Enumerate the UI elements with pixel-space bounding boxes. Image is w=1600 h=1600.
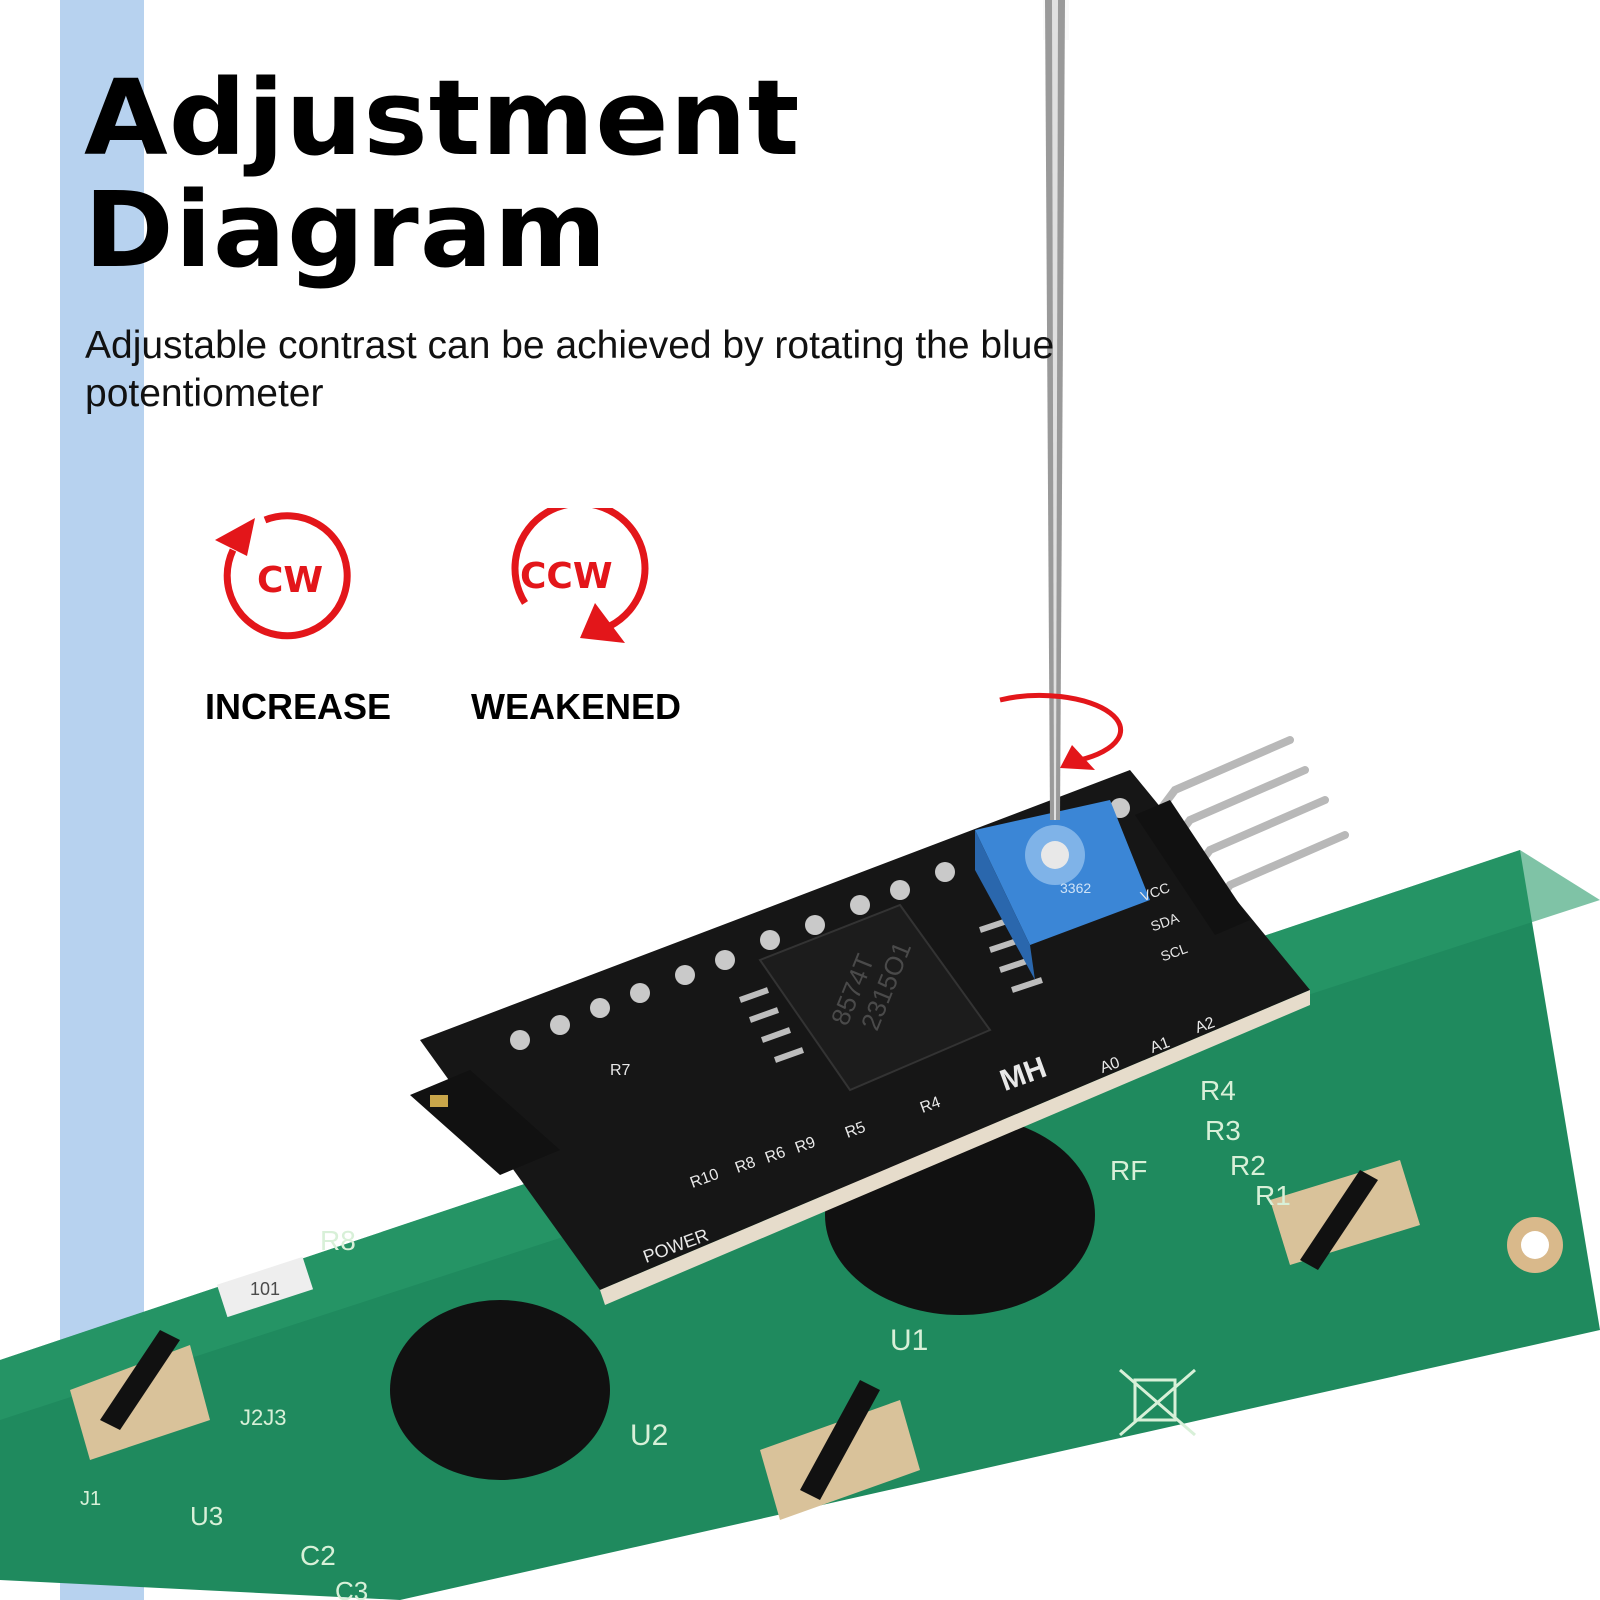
res-label-r6: R6 bbox=[763, 1144, 788, 1167]
pcb-label-u3: U3 bbox=[190, 1501, 223, 1531]
rotation-arrow-icon bbox=[999, 692, 1124, 763]
increase-label: INCREASE bbox=[204, 686, 392, 727]
pcb-label-c3: C3 bbox=[335, 1576, 368, 1600]
res-label-r4: R4 bbox=[918, 1094, 943, 1117]
blue-potentiometer: 3362 bbox=[975, 800, 1150, 980]
counterclockwise-arrow-icon: CCW bbox=[511, 508, 649, 643]
res-label-r9: R9 bbox=[793, 1134, 818, 1157]
pot-code: 3362 bbox=[1060, 880, 1091, 896]
addr-pad-a2: A2 bbox=[1193, 1014, 1217, 1037]
pcf8574-chip: 8574T 2315O1 bbox=[758, 903, 992, 1092]
pcb-label-r4: R4 bbox=[1200, 1075, 1236, 1106]
pcb-label-j2j3: J2J3 bbox=[240, 1405, 286, 1430]
res-label-r8: R8 bbox=[733, 1154, 758, 1177]
pcb-label-r3: R3 bbox=[1205, 1115, 1241, 1146]
pcb-label-c2: C2 bbox=[300, 1540, 336, 1571]
addr-pad-a0: A0 bbox=[1098, 1054, 1122, 1077]
addr-pad-a1: A1 bbox=[1148, 1034, 1172, 1057]
cw-code: CW bbox=[257, 560, 323, 601]
pin-header-block bbox=[1135, 800, 1250, 935]
res-label-r5: R5 bbox=[843, 1119, 868, 1142]
title-line-1: Adjustment bbox=[84, 57, 801, 179]
pcb-label-j1: J1 bbox=[80, 1488, 101, 1510]
pcb-label-rf: RF bbox=[1110, 1155, 1147, 1186]
title-line-2: Diagram bbox=[84, 169, 608, 291]
smd-resistor-r8: 101 bbox=[216, 1256, 314, 1318]
weakened-label: WEAKENED bbox=[470, 686, 681, 727]
page-title: Adjustment Diagram bbox=[84, 62, 800, 286]
pcb-label-r8: R8 bbox=[320, 1225, 356, 1256]
weee-bin-icon bbox=[1119, 1368, 1196, 1437]
pcb-label-u2: U2 bbox=[630, 1419, 668, 1452]
clockwise-arrow-icon: CW bbox=[215, 512, 351, 640]
backlight-jumper bbox=[410, 1070, 560, 1175]
res-label-r7: R7 bbox=[610, 1062, 631, 1079]
smd-code-101: 101 bbox=[250, 1279, 280, 1299]
pcb-label-r1: R1 bbox=[1255, 1180, 1291, 1211]
pcb-clips bbox=[70, 1160, 1420, 1520]
pcb-label-r2: R2 bbox=[1230, 1150, 1266, 1181]
pcb-label-u1: U1 bbox=[890, 1324, 928, 1357]
cob-blob-u2 bbox=[390, 1300, 610, 1480]
description-text: Adjustable contrast can be achieved by r… bbox=[85, 324, 1055, 415]
screwdriver bbox=[1043, 0, 1069, 820]
ccw-code: CCW bbox=[520, 556, 613, 597]
